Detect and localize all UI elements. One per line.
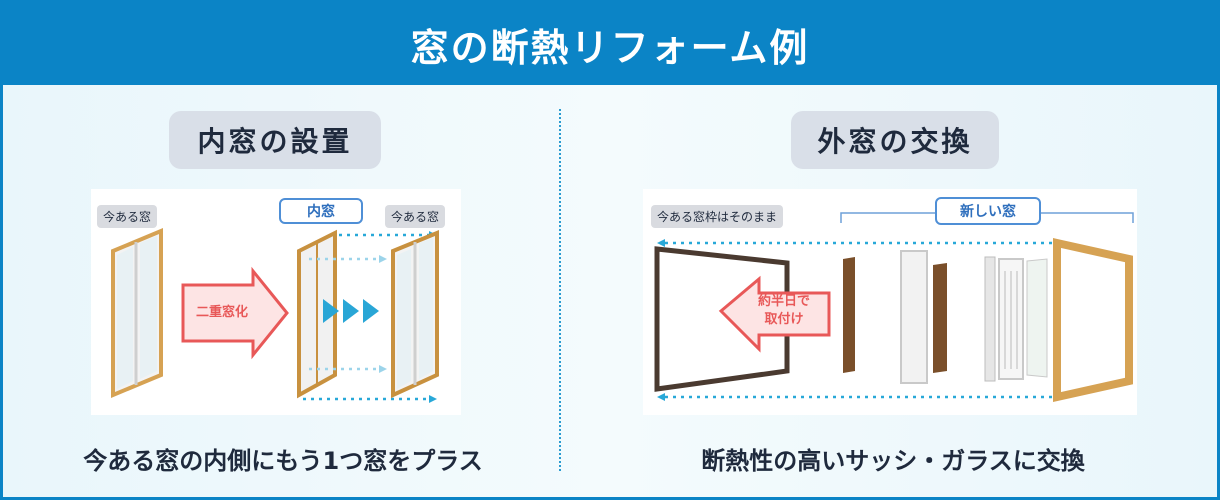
dotted-guides-right: [665, 241, 1053, 399]
right-heading: 外窓の交換: [791, 111, 999, 169]
new-wooden-frame: [1053, 238, 1133, 402]
inner-window: [297, 229, 337, 399]
tag-new-window: 新しい窓: [935, 197, 1041, 225]
arrow-label-half-day: 約半日で 取付け: [749, 293, 819, 329]
tag-inner-window: 内窓: [279, 198, 363, 224]
left-heading: 内窓の設置: [169, 111, 381, 169]
right-caption: 断熱性の高いサッシ・ガラスに交換: [701, 447, 1085, 475]
white-sash-panels: [900, 250, 1048, 384]
arrow-label-double-window: 二重窓化: [195, 305, 248, 320]
tag-existing-window-2: 今ある窓: [385, 205, 446, 228]
sash-frame-brown: [843, 257, 947, 373]
arrow-label-line-1: 約半日で: [757, 294, 810, 309]
center-divider: [559, 109, 561, 471]
outer-window-svg: [654, 212, 1134, 402]
page-title: 窓の断熱リフォーム例: [3, 3, 1217, 85]
content-area: 内窓の設置: [3, 85, 1217, 497]
existing-window-1: [111, 228, 163, 398]
outer-window-illustration: 今ある窓枠はそのまま 新しい窓 約半日で 取付け: [643, 189, 1137, 415]
double-window-arrow: [181, 266, 289, 360]
existing-window-2: [391, 230, 439, 399]
arrow-label-line-2: 取付け: [764, 312, 804, 327]
chevron-arrows-icon: [323, 299, 379, 323]
tag-existing-frame: 今ある窓枠はそのまま: [651, 205, 784, 228]
inner-window-svg: [111, 228, 439, 403]
inner-window-illustration: 今ある窓 内窓 今ある窓 二重窓化: [91, 189, 461, 415]
tag-existing-window-1: 今ある窓: [97, 205, 158, 228]
half-day-arrow: [718, 275, 831, 353]
left-caption: 今ある窓の内側にもう1つ窓をプラス: [83, 447, 483, 475]
dotted-guides: [303, 233, 429, 401]
